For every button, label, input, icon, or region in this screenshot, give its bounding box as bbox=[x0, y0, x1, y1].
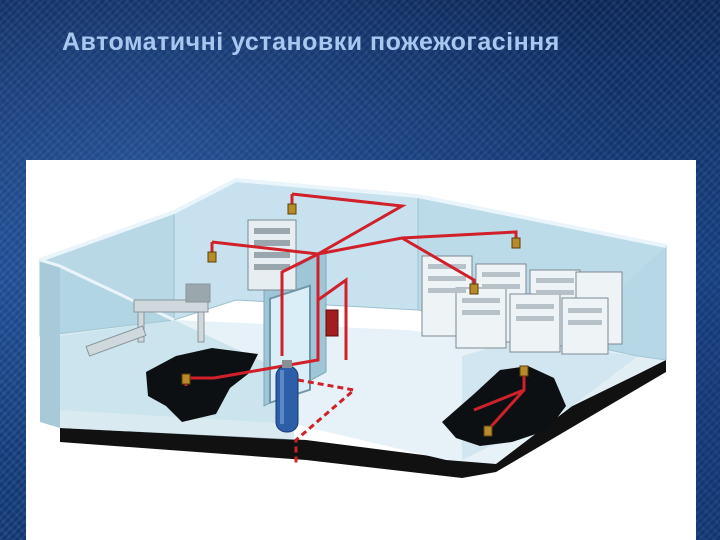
sprinkler-nozzle-icon bbox=[181, 203, 529, 437]
fire-suppression-illustration bbox=[39, 177, 667, 478]
underfloor-pipe bbox=[294, 378, 358, 466]
wall-top-edge bbox=[39, 177, 667, 262]
illustration-panel bbox=[26, 160, 696, 540]
left-outer-wall bbox=[40, 260, 60, 428]
slide-title: Автоматичні установки пожежогасіння bbox=[62, 28, 560, 56]
front-left-wall bbox=[40, 260, 294, 440]
floor-cutaway-right bbox=[442, 366, 566, 446]
pipe-network bbox=[184, 192, 526, 432]
fire-suppression-cylinder-icon bbox=[275, 360, 299, 433]
rack-details bbox=[428, 264, 602, 325]
floor-cutaway-left bbox=[146, 348, 258, 422]
alarm-panel bbox=[325, 309, 339, 337]
office-desk bbox=[85, 283, 211, 357]
server-rack-icon bbox=[247, 219, 297, 291]
